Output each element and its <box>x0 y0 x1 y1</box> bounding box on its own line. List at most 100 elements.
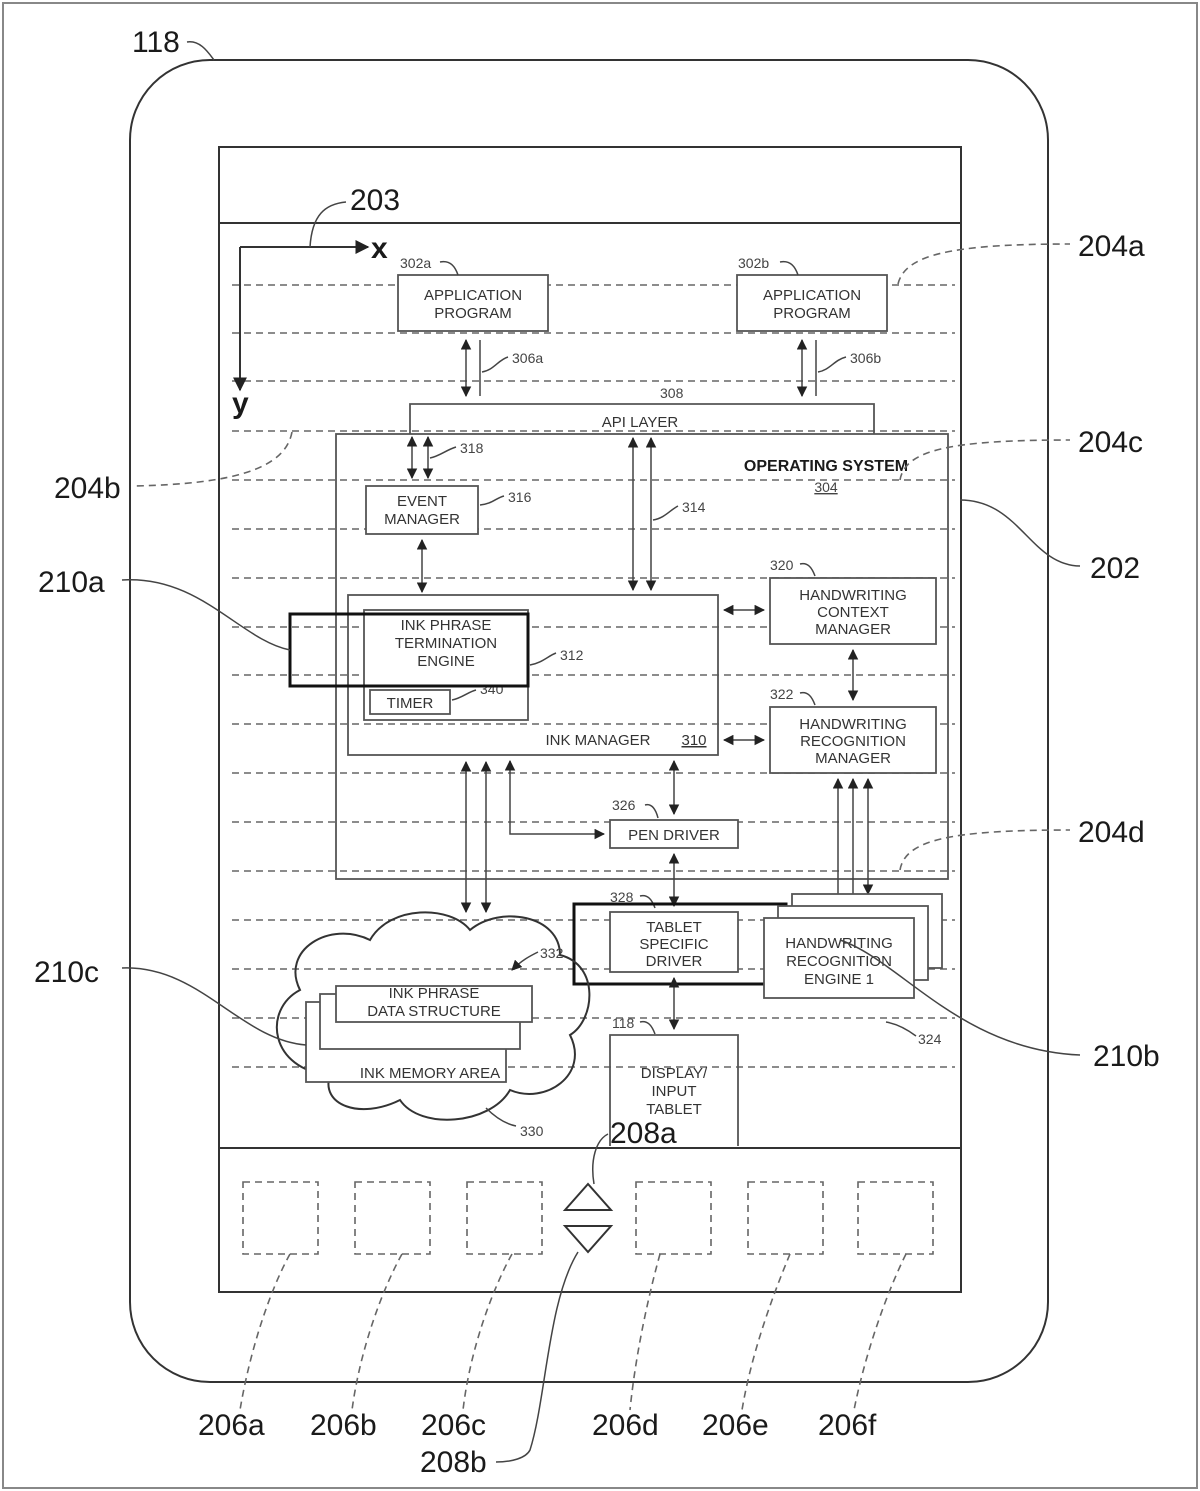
leader-204b <box>133 431 293 487</box>
svg-text:INPUT: INPUT <box>652 1083 697 1100</box>
svg-text:API LAYER: API LAYER <box>602 414 679 431</box>
svg-text:118: 118 <box>612 1015 635 1031</box>
svg-text:SPECIFIC: SPECIFIC <box>639 936 708 953</box>
svg-text:302a: 302a <box>400 255 431 271</box>
svg-text:ENGINE: ENGINE <box>417 653 475 670</box>
svg-text:328: 328 <box>610 889 634 905</box>
svg-text:340: 340 <box>480 681 504 697</box>
handwriting-context-manager: HANDWRITING CONTEXT MANAGER 320 <box>769 557 937 645</box>
hard-button-206c[interactable] <box>466 1181 543 1255</box>
svg-text:APPLICATION: APPLICATION <box>763 287 861 304</box>
ref-btn-f: 206f <box>818 1409 877 1442</box>
pen-driver: PEN DRIVER 326 <box>609 797 739 849</box>
svg-text:TABLET: TABLET <box>646 1101 702 1118</box>
ref-overlay-b: 210b <box>1093 1040 1160 1073</box>
nav-up-icon[interactable] <box>562 1182 614 1211</box>
hard-button-206a[interactable] <box>242 1181 319 1255</box>
leader-208b <box>495 1251 579 1463</box>
link-318 <box>406 435 457 480</box>
leader-210c <box>121 967 307 1046</box>
svg-text:332: 332 <box>540 945 564 961</box>
svg-text:308: 308 <box>660 385 684 401</box>
svg-text:DISPLAY/: DISPLAY/ <box>641 1065 708 1082</box>
axis-y-label: y <box>232 387 249 420</box>
hard-button-206f[interactable] <box>857 1181 934 1255</box>
ref-layer-d: 204d <box>1078 816 1145 849</box>
hard-button-206b[interactable] <box>354 1181 431 1255</box>
svg-text:TIMER: TIMER <box>387 695 434 712</box>
handwriting-recognition-engine: HANDWRITING RECOGNITION ENGINE 1 324 <box>763 893 943 1047</box>
svg-text:HANDWRITING: HANDWRITING <box>799 716 907 733</box>
svg-text:MANAGER: MANAGER <box>815 750 891 767</box>
svg-text:TABLET: TABLET <box>646 919 702 936</box>
svg-text:OPERATING SYSTEM: OPERATING SYSTEM <box>744 458 908 475</box>
svg-text:EVENT: EVENT <box>397 493 447 510</box>
coordinate-axes <box>233 201 370 392</box>
ref-nav-down: 208b <box>420 1446 487 1479</box>
ref-btn-a: 206a <box>198 1409 265 1442</box>
leader-204a <box>897 243 1071 285</box>
leader-208a <box>592 1133 609 1185</box>
svg-text:320: 320 <box>770 557 794 573</box>
svg-text:312: 312 <box>560 647 584 663</box>
svg-text:324: 324 <box>918 1031 942 1047</box>
svg-text:MANAGER: MANAGER <box>384 511 460 528</box>
svg-text:ENGINE 1: ENGINE 1 <box>804 971 874 988</box>
application-program-b: APPLICATION PROGRAM 302b <box>736 255 888 332</box>
svg-text:CONTEXT: CONTEXT <box>817 604 889 621</box>
leader-204d <box>899 829 1071 871</box>
ref-314: 314 <box>682 499 706 515</box>
ref-overlay-c: 210c <box>34 956 99 989</box>
link-306b <box>796 338 847 398</box>
leader-210a <box>121 579 291 651</box>
ref-layer-b: 204b <box>54 472 121 505</box>
svg-text:HANDWRITING: HANDWRITING <box>799 587 907 604</box>
link-pen-termination <box>504 759 606 840</box>
ref-device: 118 <box>132 26 180 59</box>
ink-phrase-data-structure: INK PHRASE DATA STRUCTURE 332 <box>305 945 564 1083</box>
leader-202 <box>959 499 1081 567</box>
leader-118 <box>186 41 215 61</box>
svg-text:326: 326 <box>612 797 636 813</box>
ref-btn-e: 206e <box>702 1409 769 1442</box>
ink-memory-cloud <box>275 911 591 1121</box>
leader-330 <box>485 1107 517 1127</box>
event-manager: EVENT MANAGER 316 <box>365 485 532 535</box>
svg-text:TERMINATION: TERMINATION <box>395 635 497 652</box>
ref-nav-up: 208a <box>610 1117 677 1150</box>
axis-x-label: x <box>371 232 388 265</box>
svg-text:INK PHRASE: INK PHRASE <box>401 617 492 634</box>
link-306a <box>460 338 509 398</box>
svg-text:DATA STRUCTURE: DATA STRUCTURE <box>367 1003 501 1020</box>
svg-text:HANDWRITING: HANDWRITING <box>785 935 893 952</box>
ref-306a: 306a <box>512 350 543 366</box>
svg-text:DRIVER: DRIVER <box>646 953 703 970</box>
ink-manager: INK MANAGER 310 <box>347 594 719 756</box>
handwriting-recognition-manager: HANDWRITING RECOGNITION MANAGER 322 <box>769 686 937 774</box>
ref-318: 318 <box>460 440 484 456</box>
svg-text:INK PHRASE: INK PHRASE <box>389 985 480 1002</box>
svg-text:APPLICATION: APPLICATION <box>424 287 522 304</box>
link-314 <box>627 436 679 592</box>
ref-coord: 203 <box>350 184 400 217</box>
svg-text:MANAGER: MANAGER <box>815 621 891 638</box>
device-outline <box>129 59 1049 1383</box>
svg-text:304: 304 <box>814 479 838 495</box>
application-program-a: APPLICATION PROGRAM 302a <box>397 255 549 332</box>
display-input-tablet: DISPLAY/ INPUT TABLET 118 <box>609 1015 739 1146</box>
svg-text:RECOGNITION: RECOGNITION <box>800 733 906 750</box>
svg-text:302b: 302b <box>738 255 769 271</box>
svg-text:PROGRAM: PROGRAM <box>773 305 851 322</box>
hard-button-206d[interactable] <box>635 1181 712 1255</box>
button-bar <box>242 1181 934 1255</box>
timer: TIMER 340 <box>369 681 504 715</box>
ref-btn-c: 206c <box>421 1409 486 1442</box>
ref-330: 330 <box>520 1123 544 1139</box>
svg-text:INK MANAGER: INK MANAGER <box>545 732 650 749</box>
leader-204c <box>899 439 1071 481</box>
svg-text:322: 322 <box>770 686 794 702</box>
hard-button-206e[interactable] <box>747 1181 824 1255</box>
svg-text:310: 310 <box>681 732 706 749</box>
nav-down-icon[interactable] <box>562 1225 614 1254</box>
